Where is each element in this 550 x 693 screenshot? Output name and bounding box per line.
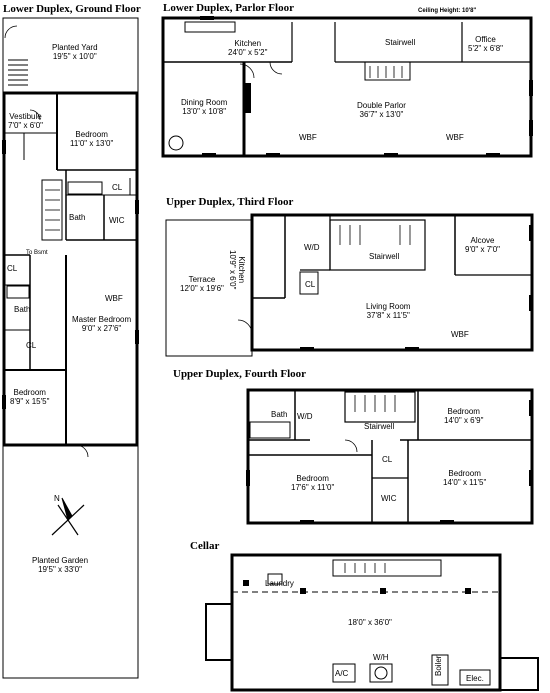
- ground-floor-walls: [2, 17, 139, 679]
- wbf-label: WBF: [451, 330, 469, 339]
- bedroom-fourth-2-label: Bedroom 17'6" x 11'0": [291, 474, 335, 492]
- boiler-label: Boiler: [434, 655, 443, 676]
- stairwell-label: Stairwell: [385, 38, 416, 47]
- bath-label: Bath: [271, 410, 288, 419]
- master-bedroom-label: Master Bedroom 9'0" x 27'6": [72, 315, 132, 333]
- bedroom-ground-1-label: Bedroom 11'0" x 13'0": [70, 130, 114, 148]
- laundry-label: Laundry: [265, 579, 294, 588]
- wbf-label: WBF: [446, 133, 464, 142]
- ac-label: A/C: [335, 669, 349, 678]
- terrace-label: Terrace 12'0" x 19'6": [180, 275, 224, 293]
- vestibule-label: Vestibule 7'0" x 6'0": [8, 112, 43, 130]
- living-room-label: Living Room 37'8" x 11'5": [366, 302, 411, 320]
- planted-garden-label: Planted Garden 19'5" x 33'0": [32, 556, 89, 574]
- alcove-label: Alcove 9'0" x 7'0": [465, 236, 500, 254]
- stairwell-label: Stairwell: [369, 252, 400, 261]
- third-floor-walls: [165, 213, 534, 357]
- closet-label: CL: [26, 341, 37, 350]
- bath-label: Bath: [14, 305, 31, 314]
- to-basement-label: To Bsmt: [26, 250, 48, 256]
- wd-label: W/D: [297, 412, 313, 421]
- bedroom-fourth-1-label: Bedroom 14'0" x 6'9": [444, 407, 484, 425]
- wd-label: W/D: [304, 243, 320, 252]
- fourth-floor-walls: [246, 388, 534, 525]
- office-label: Office 5'2" x 6'8": [468, 35, 503, 53]
- stairwell-label: Stairwell: [364, 422, 395, 431]
- closet-label: CL: [382, 455, 393, 464]
- third-floor-title: Upper Duplex, Third Floor: [166, 196, 294, 208]
- bedroom-ground-2-label: Bedroom 8'9" x 15'5": [10, 388, 50, 406]
- double-parlor-label: Double Parlor 36'7" x 13'0": [357, 101, 406, 119]
- cellar-dims-label: 18'0" x 36'0": [348, 618, 392, 627]
- wbf-label: WBF: [105, 294, 123, 303]
- cellar-title: Cellar: [190, 540, 220, 552]
- planted-yard-label: Planted Yard 19'5" x 10'0": [52, 43, 98, 61]
- bath-label: Bath: [69, 213, 86, 222]
- wbf-label: WBF: [299, 133, 317, 142]
- closet-label: CL: [112, 183, 123, 192]
- electrical-label: Elec.: [466, 674, 484, 683]
- closet-label: CL: [305, 280, 316, 289]
- parlor-floor-title: Lower Duplex, Parlor Floor: [163, 2, 294, 14]
- ground-floor-title: Lower Duplex, Ground Floor: [3, 3, 141, 15]
- kitchen-third-label: Kitchen 10'9" x 6'0": [228, 250, 246, 290]
- ceiling-height-label: Ceiling Height: 10'8": [418, 8, 477, 14]
- dining-room-label: Dining Room 13'0" x 10'8": [181, 98, 228, 116]
- water-heater-label: W/H: [373, 653, 389, 662]
- cellar-walls: [205, 553, 539, 692]
- bedroom-fourth-3-label: Bedroom 14'0" x 11'5": [443, 469, 487, 487]
- closet-label: CL: [7, 264, 18, 273]
- fourth-floor-title: Upper Duplex, Fourth Floor: [173, 368, 307, 380]
- wic-label: WIC: [109, 216, 125, 225]
- compass-north-label: N: [54, 494, 60, 503]
- kitchen-parlor-label: Kitchen 24'0" x 5'2": [228, 39, 268, 57]
- wic-label: WIC: [381, 494, 397, 503]
